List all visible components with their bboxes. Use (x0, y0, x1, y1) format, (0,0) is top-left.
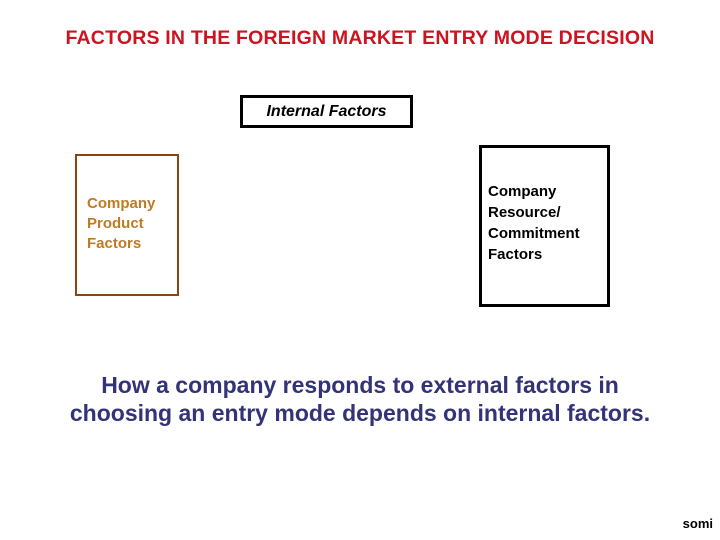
summary-statement-line2: choosing an entry mode depends on intern… (69, 400, 651, 426)
box-text-line: Commitment (488, 225, 580, 242)
company-resource-commitment-factors-text: Company Resource/ Commitment Factors (482, 148, 607, 265)
company-resource-commitment-factors-box: Company Resource/ Commitment Factors (479, 145, 610, 307)
box-text-line: Company (87, 195, 156, 212)
company-product-factors-text: Company Product Factors (77, 156, 177, 254)
box-text-line: Factors (488, 246, 543, 263)
slide-title: FACTORS IN THE FOREIGN MARKET ENTRY MODE… (65, 27, 655, 49)
internal-factors-box: Internal Factors (240, 95, 413, 128)
box-text-line: Factors (87, 235, 142, 252)
box-text-line: Product (87, 215, 144, 232)
company-product-factors-box: Company Product Factors (75, 154, 179, 296)
box-text-line: Resource/ (488, 204, 561, 221)
watermark-somi: somi (682, 516, 713, 531)
box-text-line: Company (488, 183, 557, 200)
summary-statement: How a company responds to external facto… (0, 371, 720, 427)
internal-factors-label: Internal Factors (266, 102, 387, 120)
summary-statement-line1: How a company responds to external facto… (101, 372, 619, 398)
